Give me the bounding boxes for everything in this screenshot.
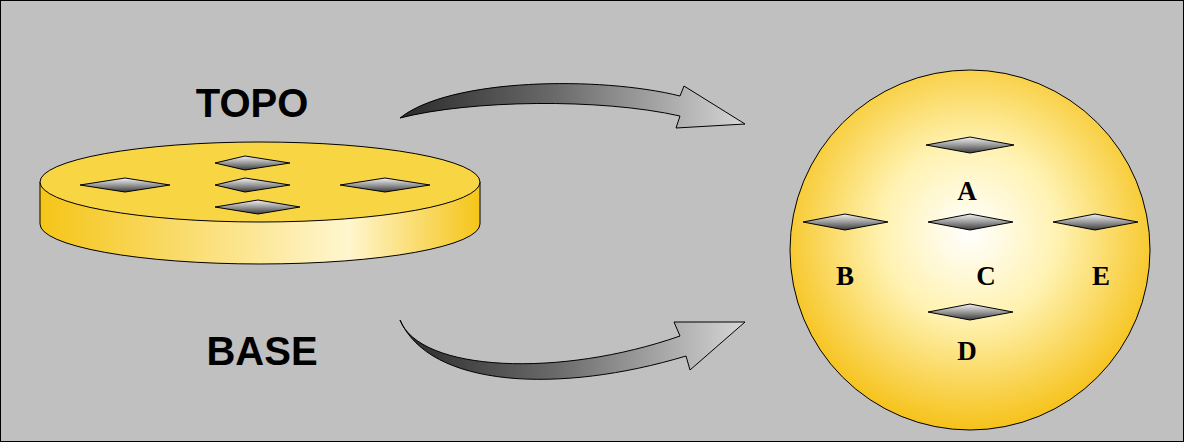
sphere-diamonds xyxy=(803,137,1138,320)
point-letter: D xyxy=(957,336,977,367)
curved-arrow xyxy=(400,84,745,128)
point-letter: B xyxy=(836,261,854,292)
point-letter: A xyxy=(957,176,977,207)
view-label: TOPO xyxy=(196,81,309,126)
disc-top xyxy=(40,142,480,222)
sphere xyxy=(790,70,1150,430)
point-letter: C xyxy=(976,261,996,292)
view-label: BASE xyxy=(206,329,317,374)
point-letter: E xyxy=(1092,261,1110,292)
disc-diamonds xyxy=(80,156,430,214)
curved-arrow xyxy=(400,320,745,379)
